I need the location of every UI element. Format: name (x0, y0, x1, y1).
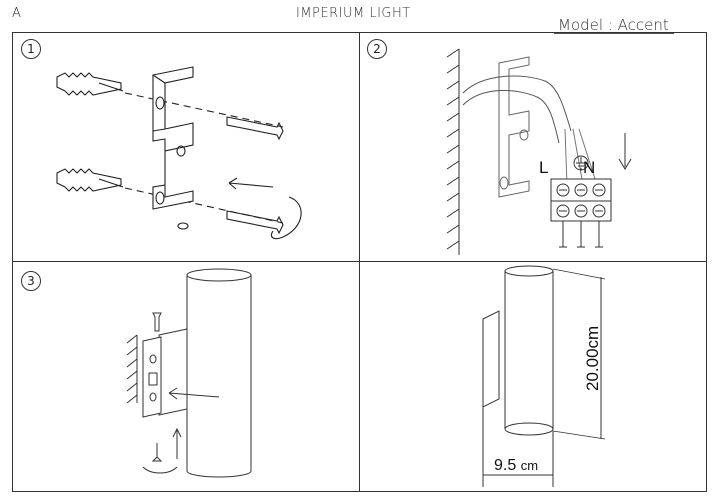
dimension-height-label: 20.00cm (583, 325, 602, 391)
wall-plug-bottom (56, 168, 124, 192)
bracket-mounting-illustration (56, 66, 302, 240)
terminal-label-neutral: N (583, 158, 596, 177)
dimension-width-unit: cm (520, 458, 539, 473)
wall-hatching (126, 334, 138, 404)
panel-dimensions: 20.00cm 9.5 cm (359, 261, 708, 493)
up-arrow-icon (172, 427, 182, 459)
terminal-label-live: L (539, 158, 549, 177)
step-number-2: 2 (367, 39, 387, 59)
set-screw-bottom (151, 443, 163, 462)
model-underline (554, 33, 674, 34)
instruction-grid: 1 (12, 32, 707, 492)
step-number-1: 1 (21, 39, 41, 59)
grid-divider-horizontal (13, 261, 706, 262)
set-screw-top (152, 312, 162, 332)
grid-divider-vertical (359, 33, 360, 491)
earth-icon (573, 155, 589, 171)
wall-hatching (446, 48, 460, 250)
rotate-arrow-icon (142, 466, 178, 474)
model-name: Model : Accent (558, 16, 669, 34)
wall-plug-top (56, 72, 124, 96)
insert-arrow (228, 177, 274, 190)
dimension-illustration (482, 265, 606, 487)
page-letter: A (12, 6, 21, 21)
wiring-illustration (446, 48, 632, 255)
screw-bottom (226, 210, 284, 235)
lamp-attachment-illustration (126, 268, 252, 478)
panel-step-1: 1 (13, 33, 359, 261)
screw-top (226, 116, 284, 141)
dimension-width-value: 9.5 (494, 457, 517, 474)
down-arrow-icon (618, 133, 632, 170)
dimension-width-label: 9.5 cm (494, 457, 538, 475)
insert-arrow (168, 387, 220, 400)
panel-step-3: 3 (13, 261, 359, 493)
step-number-3: 3 (21, 271, 41, 291)
panel-step-2: 2 (359, 33, 708, 261)
brand-title: IMPERIUM LIGHT (296, 6, 411, 21)
retaining-clip (270, 196, 302, 240)
